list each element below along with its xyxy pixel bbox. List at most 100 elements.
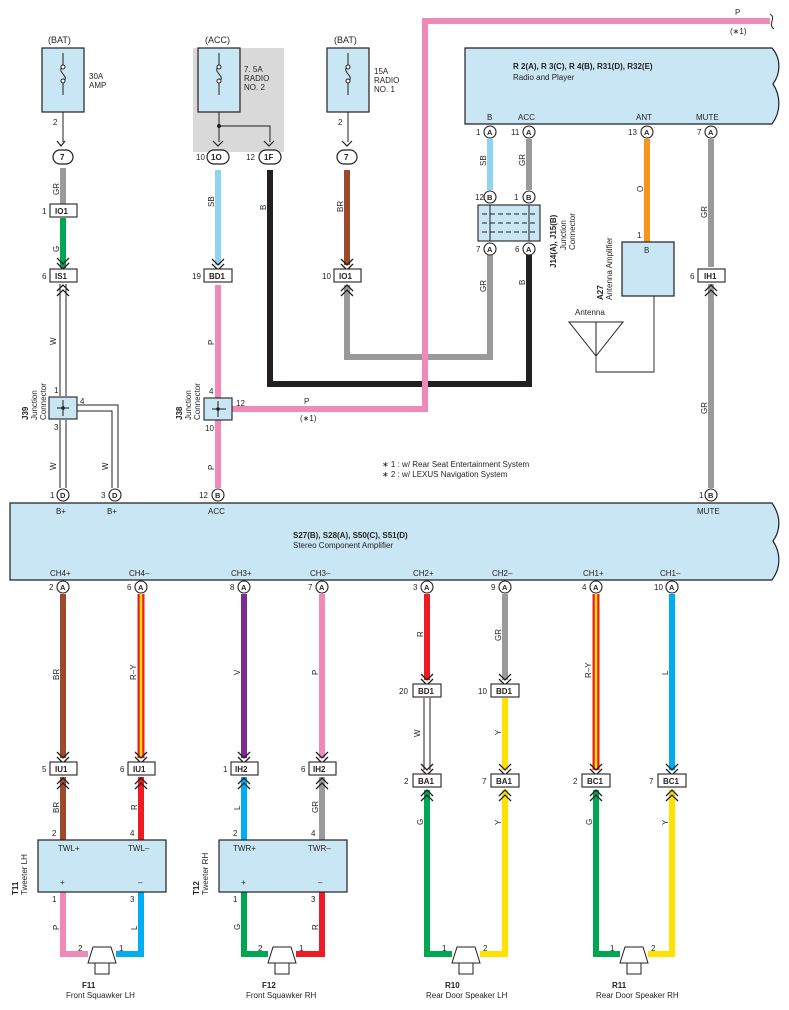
fuse-bat-30a: (BAT) 30A AMP 2 — [41, 35, 106, 142]
fuse-name: RADIO — [244, 74, 269, 83]
tweeter-ref: T11 — [11, 881, 20, 895]
conn-label: BC1 — [663, 777, 680, 786]
amp-pin-letter: A — [241, 583, 247, 592]
wire-code: L — [661, 670, 670, 675]
wire-code: P — [735, 8, 740, 17]
wire-code: SB — [479, 155, 488, 166]
pin-num: 7 — [476, 245, 481, 254]
wire-y-ch1m — [648, 790, 675, 957]
pin-letter: B — [526, 193, 532, 202]
amp-pin-label: CH1+ — [583, 569, 604, 578]
antenna-amp-ref: A27 — [596, 285, 605, 300]
wire-code: Y — [494, 819, 503, 825]
tweeter-pin: 2 — [233, 829, 238, 838]
amp-pin-letter: A — [424, 583, 430, 592]
junction-name-2: Connector — [193, 383, 202, 420]
wire-code: GR — [52, 183, 61, 195]
speaker-r10: 1 2 R10 Rear Door Speaker LH — [426, 944, 508, 1000]
lower-connectors: IU1 5 BR IU1 6 R IH2 1 L IH2 6 GR BD1 20… — [42, 673, 687, 825]
radio-pin-letter: A — [526, 128, 532, 137]
fuse-source-label: (ACC) — [205, 35, 230, 45]
amp-pin-letter: A — [593, 583, 599, 592]
amp-pin-letter: A — [319, 583, 325, 592]
speaker-icon — [451, 946, 481, 964]
junction-name-2: Connector — [568, 213, 577, 250]
pin-letter: A — [487, 245, 493, 254]
mute-column: IH1 6 GR — [690, 268, 726, 414]
amp-pin-label: CH4– — [129, 569, 150, 578]
antenna-amp-box — [621, 241, 675, 297]
wire-code: SB — [207, 196, 216, 207]
conn-pin: 1 — [223, 765, 228, 774]
junction-ref: J39 — [21, 406, 30, 420]
tweeter-minus-label: TWL– — [128, 844, 150, 853]
fuse-rating: 15A — [374, 67, 389, 76]
conn-pin: 12 — [246, 153, 255, 162]
amp-pin-label: CH2+ — [413, 569, 434, 578]
mid-columns: B BR IO1 10 — [259, 201, 362, 297]
conn-label: IH2 — [313, 765, 326, 774]
wire-l-t11 — [116, 892, 144, 957]
wire-g-ch1p — [593, 790, 620, 957]
radio-pin-num: 13 — [628, 128, 637, 137]
radio-pin-letter: A — [487, 128, 493, 137]
antenna-amplifier: B 1 A27 Antenna Amplifier — [596, 231, 675, 300]
conn-label: BC1 — [587, 777, 604, 786]
conn-label: 7 — [60, 153, 65, 162]
speaker-f11: 2 1 F11 Front Squawker LH — [66, 944, 135, 1000]
amplifier-title: S27(B), S28(A), S50(C), S51(D) — [293, 531, 408, 540]
note-1: ∗ 1 : w/ Rear Seat Entertainment System — [382, 460, 530, 469]
tweeter-pin: 3 — [130, 895, 135, 904]
conn-pin: 7 — [649, 777, 654, 786]
speaker-icon — [619, 946, 649, 964]
amp-bottom-pin: CH4– A 6 — [127, 569, 150, 594]
conn-label: IH2 — [235, 765, 248, 774]
j38-pin-bottom: 10 — [205, 424, 214, 433]
wire-gr-io1-junction — [344, 255, 493, 360]
fuse-bat-15a: (BAT) 15A RADIO NO. 1 2 — [326, 35, 399, 142]
amp-pin-num: 8 — [230, 583, 235, 592]
wire-code: W — [49, 462, 58, 470]
wire-code: L — [233, 805, 242, 810]
amp-pin-letter: B — [708, 491, 714, 500]
wire-codes-lower: BR R–Y V P R GR R–Y L — [52, 629, 670, 680]
wire-w-left-bottom — [59, 420, 67, 488]
fuse-connectors: 7 1O 10 1F 12 7 — [52, 140, 358, 165]
wire-code: Y — [661, 819, 670, 825]
amp-bottom-pin: CH1– A 10 — [654, 569, 681, 594]
junction-connector-j14: B 12 B 1 A 7 A 6 J14(A), J15(B) Junction… — [475, 190, 577, 292]
amp-pin-label: CH3– — [310, 569, 331, 578]
wire-p-t11 — [60, 892, 88, 957]
amp-pin-num: 1 — [699, 491, 704, 500]
fuse-source-label: (BAT) — [334, 35, 357, 45]
tweeter-name: Tweeter RH — [201, 853, 210, 895]
wire-code: GR — [700, 206, 709, 218]
amp-pin-num: 7 — [308, 583, 313, 592]
conn-pin: 6 — [690, 272, 695, 281]
j39-pin-side: 4 — [80, 397, 85, 406]
radio-pin-num: 7 — [697, 128, 702, 137]
conn-label: 7 — [344, 153, 349, 162]
wire-p-top — [232, 18, 770, 412]
wire-code: BR — [336, 201, 345, 212]
conn-pin: 6 — [120, 765, 125, 774]
junction-connector-j38: 4 12 10 J38 Junction Connector P P (∗1) — [175, 383, 317, 470]
tweeter-plus-label: TWL+ — [58, 844, 80, 853]
junction-name-2: Connector — [39, 383, 48, 420]
wire-p-top-end: P (∗1) — [730, 8, 775, 36]
conn-label: BA1 — [496, 777, 513, 786]
fuse-name-2: NO. 1 — [374, 85, 395, 94]
amp-bottom-pin: CH2– A 9 — [491, 569, 513, 594]
speaker-name: Rear Door Speaker LH — [426, 991, 508, 1000]
wire-code: W — [101, 462, 110, 470]
speaker-pin: 2 — [78, 944, 83, 953]
tweeter-ref: T12 — [192, 881, 201, 895]
amp-bottom-pin: CH3+ A 8 — [230, 569, 252, 594]
tweeter-pin: 4 — [130, 829, 135, 838]
conn-label: IO1 — [339, 272, 352, 281]
tweeter-sym-minus: – — [138, 878, 143, 887]
tweeter-sym-plus: + — [60, 878, 65, 887]
wire-code: GR — [311, 801, 320, 813]
wire-note: (∗1) — [730, 27, 747, 36]
conn-pin: 10 — [478, 687, 487, 696]
